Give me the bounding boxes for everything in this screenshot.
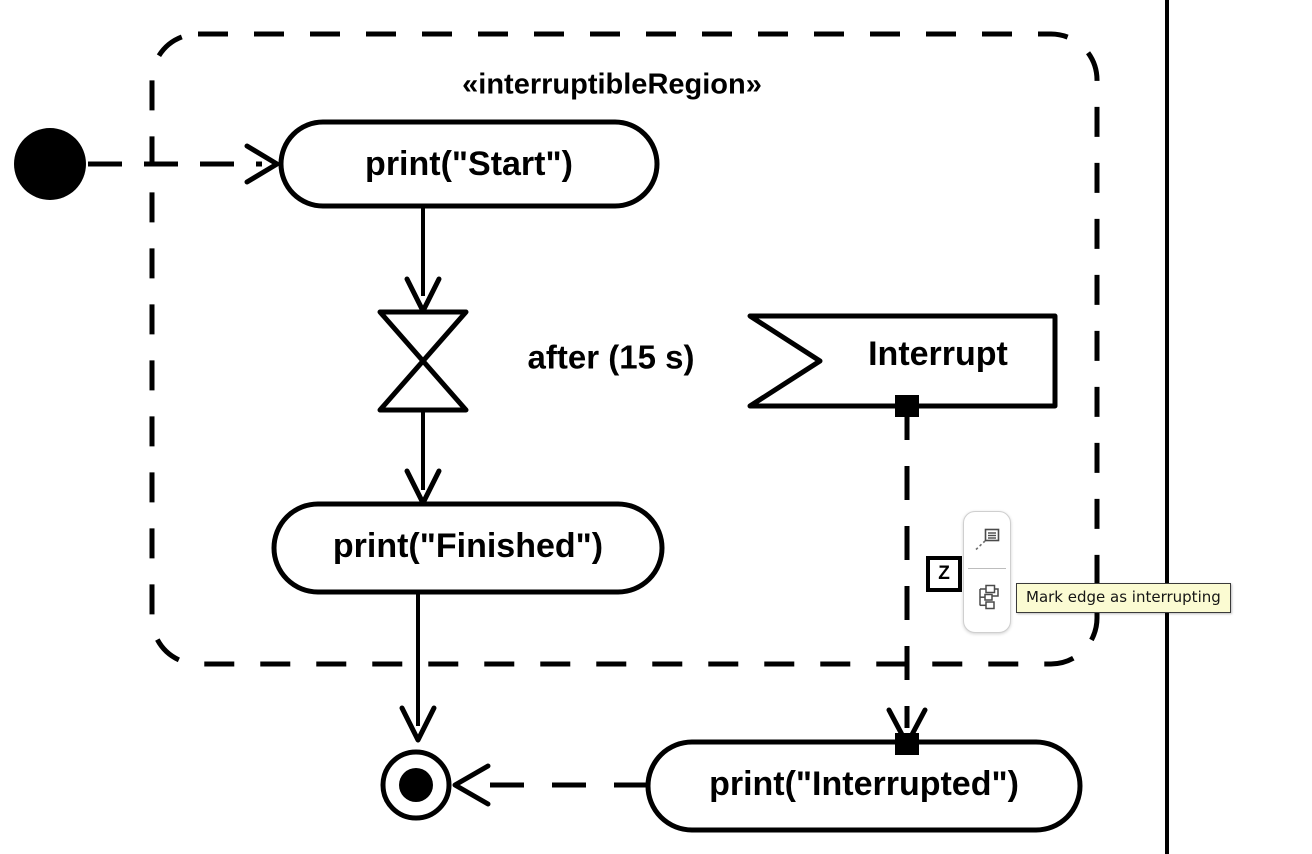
time-event-label: after (15 s)	[528, 339, 695, 376]
edge-start-to-time[interactable]	[404, 206, 442, 314]
edge-finished-to-final[interactable]	[399, 592, 437, 743]
hourglass-icon[interactable]	[377, 309, 469, 413]
action-node-print-interrupted-handle[interactable]	[895, 733, 919, 755]
final-node-inner-circle	[399, 768, 433, 802]
activity-final-node[interactable]	[380, 749, 452, 821]
action-node-print-finished-label: print("Finished")	[333, 527, 603, 565]
signal-receipt-icon[interactable]	[747, 313, 1058, 409]
action-node-print-interrupted-label: print("Interrupted")	[709, 765, 1019, 803]
action-node-print-start-label: print("Start")	[365, 145, 573, 183]
action-node-print-finished-shape[interactable]	[271, 501, 665, 595]
edge-interrupted-to-final-arrowhead	[452, 763, 491, 807]
initial-node-circle[interactable]	[14, 128, 86, 200]
action-node-print-interrupted[interactable]: print("Interrupted")	[645, 733, 1083, 833]
interrupting-edge-badge[interactable]: Z	[926, 556, 962, 592]
edge-time-to-finished[interactable]	[404, 410, 442, 506]
toolbar-separator	[968, 568, 1006, 569]
edge-finished-to-final-arrowhead	[399, 705, 437, 743]
tree-structure-icon	[979, 584, 999, 610]
action-node-print-finished[interactable]: print("Finished")	[271, 501, 665, 595]
signal-event-label: Interrupt	[868, 335, 1008, 373]
edge-initial-to-start[interactable]	[88, 143, 280, 185]
action-node-print-interrupted-shape[interactable]	[645, 739, 1083, 833]
edge-initial-to-start-arrowhead	[244, 143, 280, 185]
initial-node[interactable]	[14, 128, 86, 200]
tooltip-mark-edge-as-interrupting: Mark edge as interrupting	[1016, 583, 1231, 613]
interruptible-region[interactable]: «interruptibleRegion»	[149, 31, 1100, 667]
edge-interrupted-to-final[interactable]	[452, 763, 648, 807]
region-border[interactable]	[149, 31, 1100, 667]
edge-source-handle[interactable]	[895, 395, 919, 417]
add-comment-button[interactable]	[964, 512, 1010, 568]
action-node-print-start-shape[interactable]	[278, 119, 660, 209]
mark-interrupting-button[interactable]	[964, 569, 1010, 625]
comment-note-icon	[975, 528, 1000, 551]
region-stereotype-label: «interruptibleRegion»	[462, 69, 762, 101]
accept-signal-event-node[interactable]: Interrupt	[747, 313, 1058, 409]
action-node-print-start[interactable]: print("Start")	[278, 119, 660, 209]
accept-time-event-node[interactable]: after (15 s)	[377, 309, 695, 413]
edge-signal-to-interrupted[interactable]	[886, 395, 928, 755]
edge-context-toolbar[interactable]	[963, 511, 1011, 633]
